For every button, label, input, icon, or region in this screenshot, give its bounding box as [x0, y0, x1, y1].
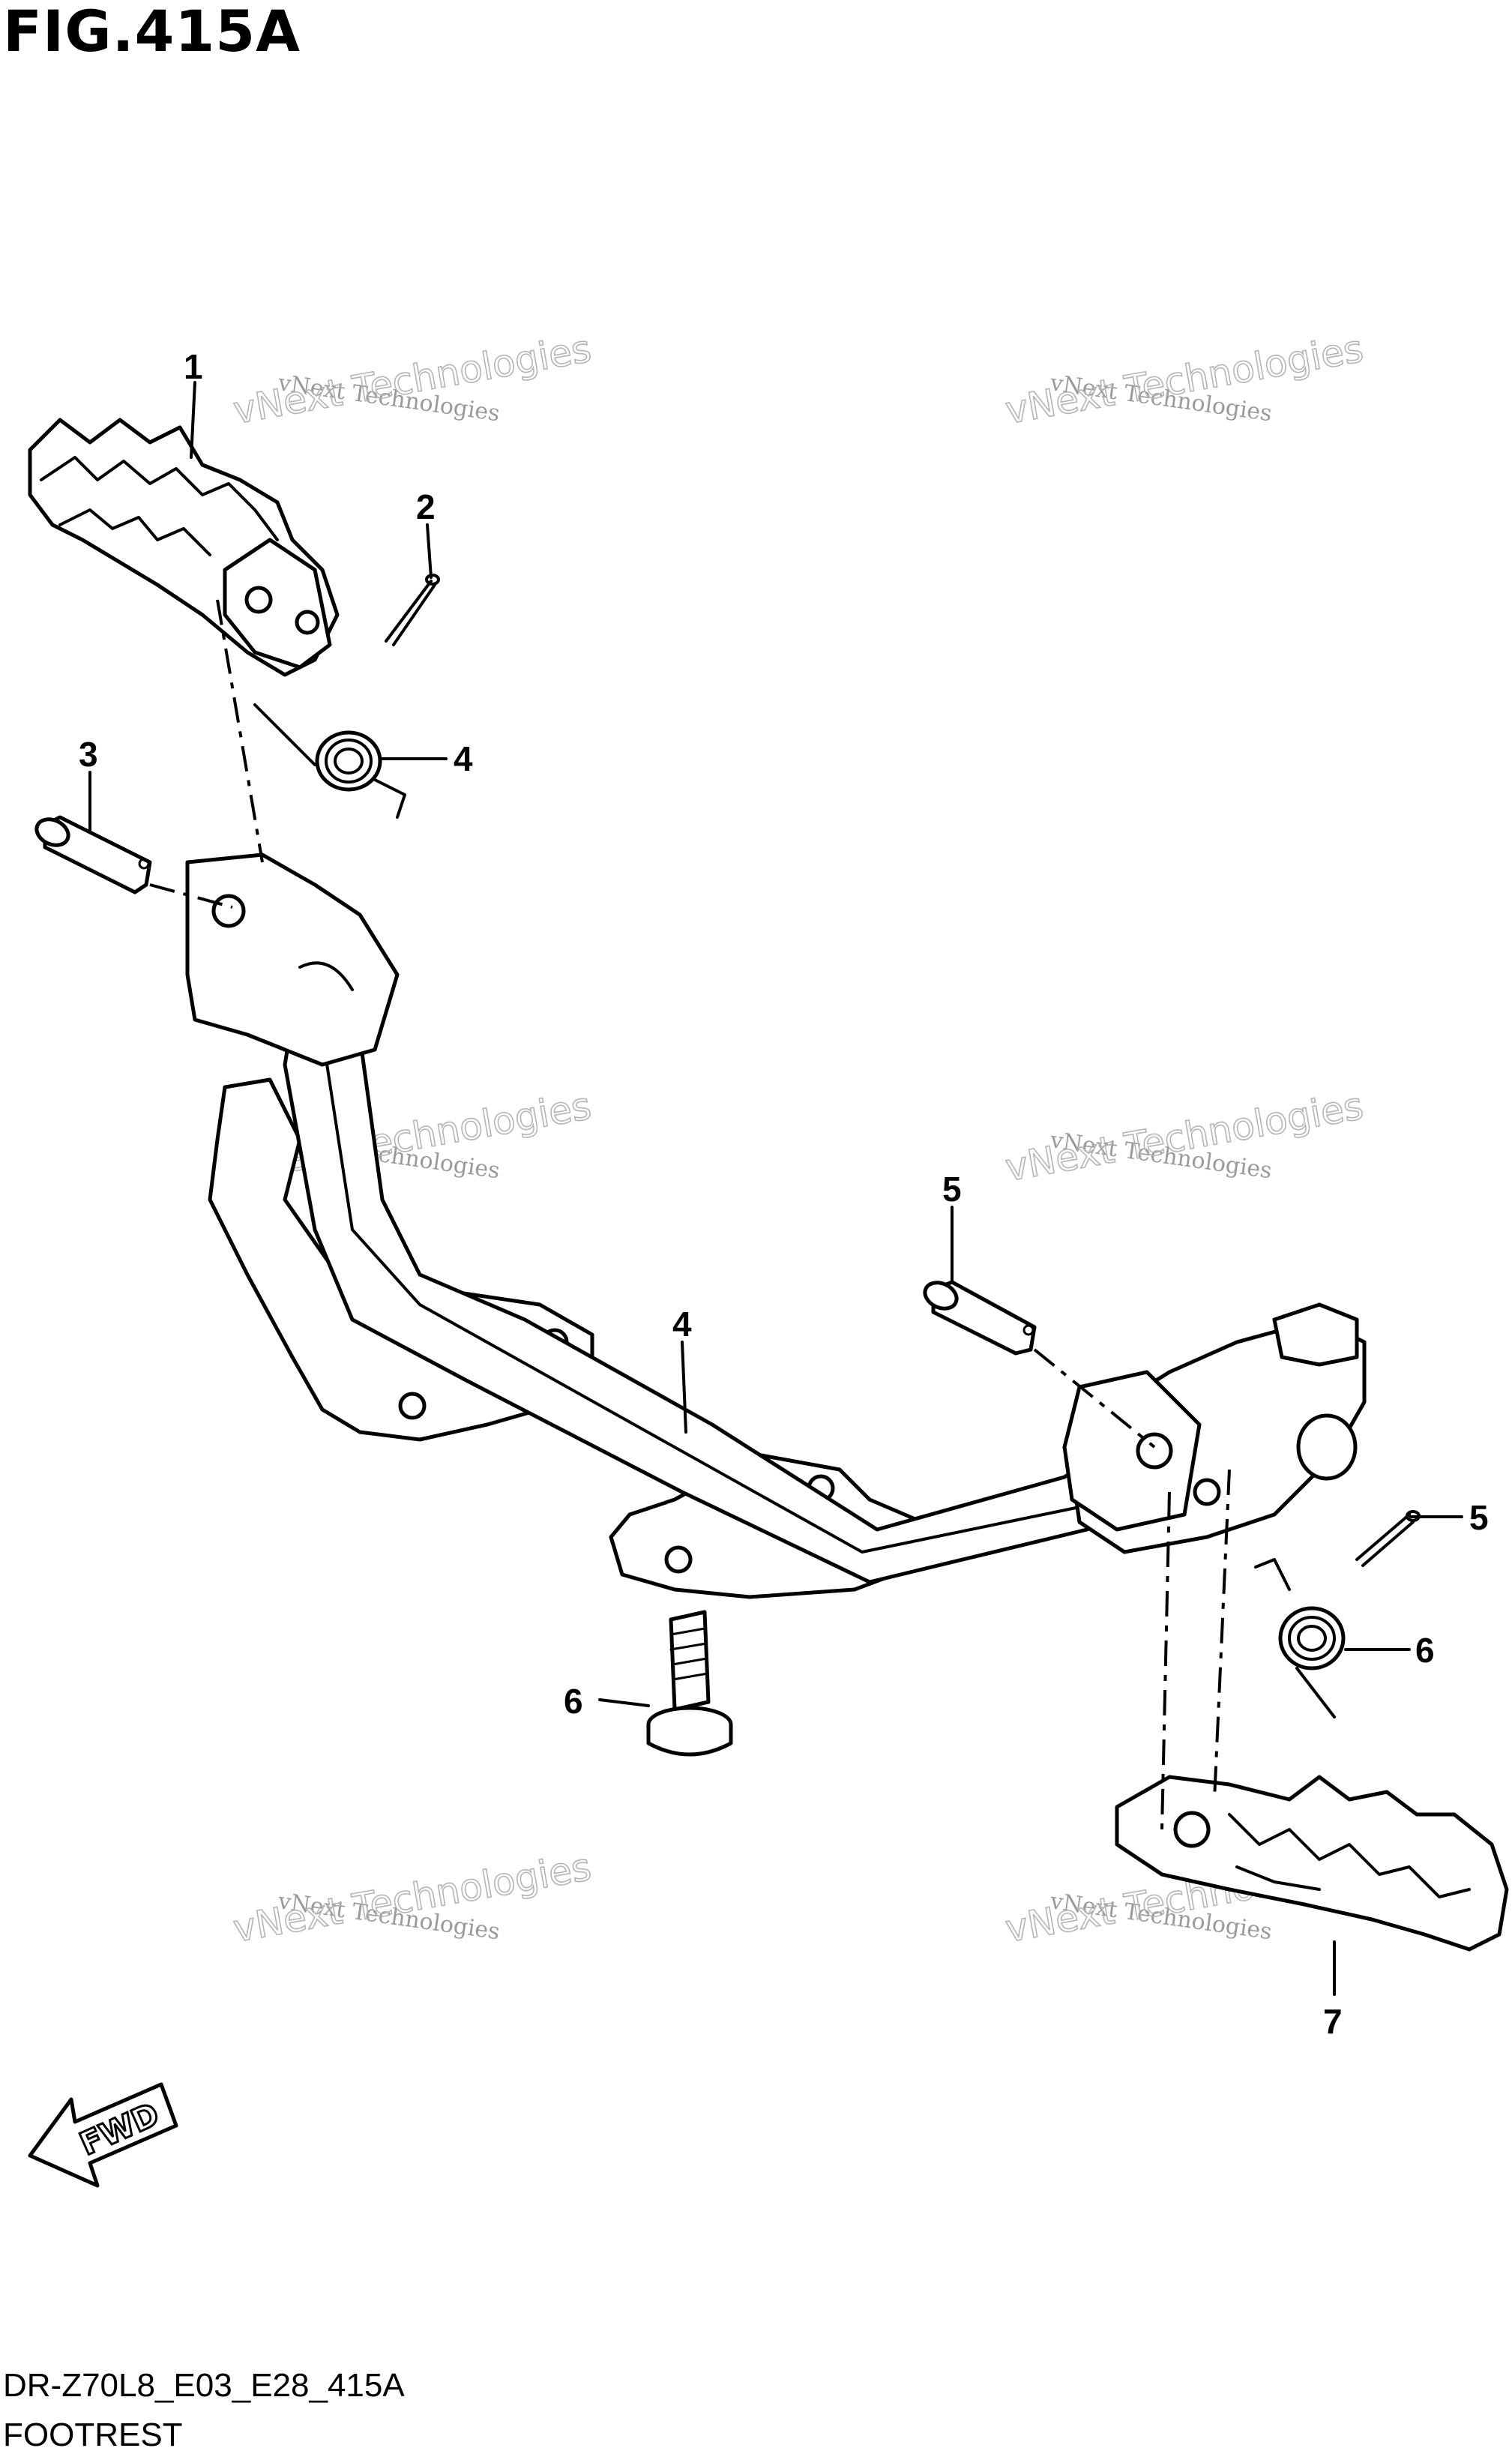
figure-code: DR-Z70L8_E03_E28_415A — [3, 2367, 405, 2404]
watermark-outline: vNext Technologies — [230, 327, 594, 433]
callout-label: 5 — [1469, 1498, 1489, 1537]
callout-labels: 1 2 3 4 4 5 5 6 6 7 — [79, 347, 1489, 2041]
cotter-pin-upper — [385, 574, 440, 646]
callout-label: 7 — [1323, 2002, 1343, 2041]
watermark-outline: vNext Technologies — [1002, 327, 1367, 433]
pin-lower — [923, 1280, 1037, 1356]
footrest-left — [28, 418, 340, 677]
leader-lines — [88, 381, 1463, 1996]
callout-label: 1 — [184, 347, 203, 386]
footrest-bracket — [185, 852, 1367, 1599]
footrest-right — [1115, 1775, 1509, 1952]
watermark-outline: vNext Technologies — [1002, 1084, 1367, 1190]
callout-label: 3 — [79, 735, 98, 774]
callout-label: 6 — [1415, 1631, 1435, 1670]
callout-label: 4 — [672, 1305, 692, 1344]
watermark-outline: vNext Technologies — [230, 1845, 594, 1951]
figure-title: FIG.415A — [3, 0, 301, 64]
spring-lower — [1254, 1558, 1346, 1718]
callout-label: 4 — [454, 739, 473, 778]
watermark: vNext Technologies vNext Technologies vN… — [229, 326, 1367, 1952]
forward-arrow: FWD — [28, 2082, 178, 2188]
pin-upper — [34, 815, 152, 894]
assembly-lines — [149, 599, 1231, 1830]
figure-name: FOOTREST — [3, 2417, 183, 2453]
bolt — [646, 1610, 733, 1757]
callout-label: 5 — [942, 1170, 962, 1209]
cotter-pin-lower — [1355, 1510, 1421, 1567]
callout-label: 6 — [564, 1682, 583, 1721]
callout-label: 2 — [416, 487, 436, 526]
spring-upper — [253, 703, 406, 819]
